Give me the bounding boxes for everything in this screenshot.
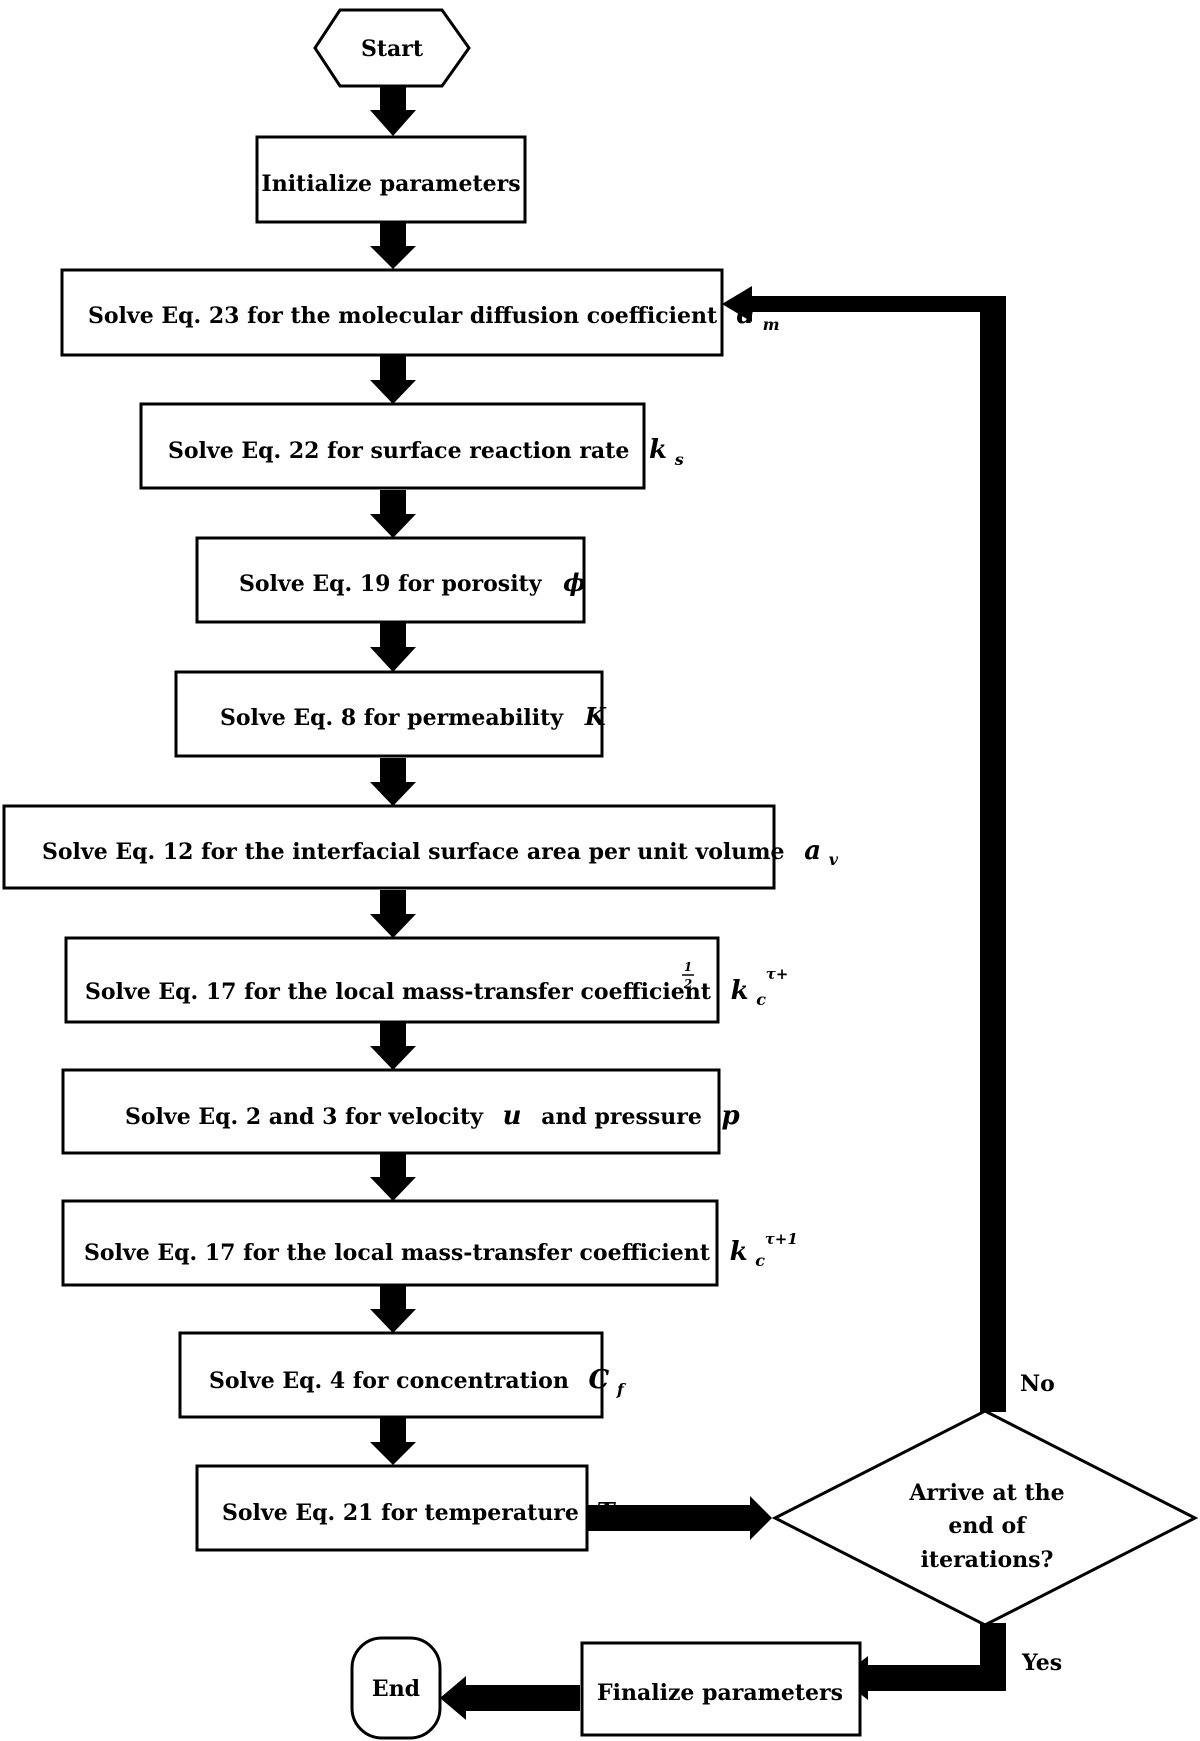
surface-reaction-label: Solve Eq. 22 for surface reaction rate k… — [168, 435, 684, 469]
concentration-box: Solve Eq. 4 for concentration C f — [178, 1331, 627, 1419]
velocity-pressure-text: Solve Eq. 2 and 3 for velocity — [125, 1104, 484, 1130]
diffusion-coefficient-subscript: m — [763, 315, 780, 334]
arrow-conc-to-temp — [370, 1418, 416, 1465]
porosity-text: Solve Eq. 19 for porosity — [239, 571, 543, 597]
surface-reaction-symbol: k — [649, 435, 667, 465]
concentration-symbol: C — [589, 1365, 610, 1395]
mass-transfer-half-subscript: c — [756, 990, 766, 1009]
end-label: End — [372, 1676, 420, 1702]
diffusion-coefficient-text: Solve Eq. 23 for the molecular diffusion… — [88, 303, 718, 329]
temperature-symbol: T — [597, 1497, 617, 1526]
concentration-text: Solve Eq. 4 for concentration — [209, 1368, 569, 1394]
initialize-box: Initialize parameters — [255, 135, 527, 224]
finalize-label: Finalize parameters — [597, 1680, 843, 1706]
no-label: No — [1020, 1371, 1055, 1397]
surface-reaction-text: Solve Eq. 22 for surface reaction rate — [168, 438, 629, 464]
decision-line-1: Arrive at the — [908, 1480, 1064, 1506]
porosity-label: Solve Eq. 19 for porosity ϕ — [239, 568, 586, 597]
arrow-kcfull-to-conc — [370, 1285, 416, 1333]
permeability-box: Solve Eq. 8 for permeability K — [174, 670, 607, 758]
decision-line-3: iterations? — [921, 1547, 1054, 1573]
permeability-label: Solve Eq. 8 for permeability K — [220, 702, 607, 731]
surface-area-box: Solve Eq. 12 for the interfacial surface… — [2, 804, 839, 890]
diffusion-coefficient-box: Solve Eq. 23 for the molecular diffusion… — [60, 268, 780, 357]
finalize-box: Finalize parameters — [580, 1641, 862, 1737]
surface-reaction-box: Solve Eq. 22 for surface reaction rate k… — [139, 402, 684, 490]
mass-transfer-full-box: Solve Eq. 17 for the local mass-transfer… — [61, 1199, 798, 1287]
arrow-start-to-init — [370, 86, 416, 136]
initialize-label: Initialize parameters — [261, 171, 520, 197]
mass-transfer-full-text: Solve Eq. 17 for the local mass-transfer… — [84, 1240, 711, 1266]
diffusion-coefficient-symbol: d — [737, 300, 755, 330]
start-terminal: Start — [313, 8, 471, 88]
mass-transfer-half-text: Solve Eq. 17 for the local mass-transfer… — [85, 979, 712, 1005]
temperature-label: Solve Eq. 21 for temperature T — [222, 1497, 617, 1526]
porosity-symbol: ϕ — [563, 568, 586, 597]
arrow-dm-to-ks — [370, 356, 416, 404]
porosity-box: Solve Eq. 19 for porosity ϕ — [195, 536, 586, 624]
pressure-symbol: p — [722, 1101, 740, 1131]
temperature-box: Solve Eq. 21 for temperature T — [195, 1464, 617, 1552]
arrow-no-loop — [722, 286, 1006, 1412]
diffusion-coefficient-label: Solve Eq. 23 for the molecular diffusion… — [88, 300, 780, 334]
surface-area-subscript: v — [829, 850, 839, 869]
surface-area-symbol: a — [804, 836, 821, 866]
end-terminal: End — [350, 1636, 442, 1740]
permeability-symbol: K — [584, 702, 607, 731]
arrow-finalize-to-end — [440, 1676, 580, 1720]
permeability-text: Solve Eq. 8 for permeability — [220, 705, 564, 731]
yes-label: Yes — [1021, 1650, 1062, 1676]
arrow-temp-to-decision — [587, 1496, 772, 1540]
arrow-perm-to-av — [370, 758, 416, 806]
velocity-pressure-label: Solve Eq. 2 and 3 for velocity u and pre… — [125, 1101, 740, 1131]
arrow-init-to-dm — [370, 222, 416, 269]
velocity-symbol: u — [503, 1101, 522, 1131]
velocity-pressure-mid-text: and pressure — [541, 1104, 702, 1130]
iterations-decision: Arrive at the end of iterations? — [771, 1409, 1199, 1627]
mass-transfer-full-symbol: k — [730, 1237, 748, 1267]
start-label: Start — [361, 36, 424, 62]
velocity-pressure-box: Solve Eq. 2 and 3 for velocity u and pre… — [61, 1068, 740, 1155]
mass-transfer-half-box: Solve Eq. 17 for the local mass-transfer… — [64, 936, 788, 1024]
arrow-yes — [840, 1623, 1006, 1700]
arrow-kchalf-to-vel — [370, 1022, 416, 1070]
mass-transfer-half-fraction-denominator: 2 — [683, 977, 692, 991]
surface-area-text: Solve Eq. 12 for the interfacial surface… — [42, 839, 785, 865]
concentration-label: Solve Eq. 4 for concentration C f — [209, 1365, 627, 1399]
mass-transfer-half-label: Solve Eq. 17 for the local mass-transfer… — [85, 965, 788, 1011]
mass-transfer-full-superscript: τ+1 — [765, 1230, 798, 1248]
surface-area-label: Solve Eq. 12 for the interfacial surface… — [42, 836, 839, 869]
arrow-ks-to-phi — [370, 490, 416, 538]
concentration-subscript: f — [616, 1380, 627, 1399]
mass-transfer-full-label: Solve Eq. 17 for the local mass-transfer… — [84, 1230, 798, 1272]
mass-transfer-half-fraction-numerator: 1 — [684, 960, 692, 974]
mass-transfer-half-symbol: k — [731, 976, 749, 1006]
arrow-vel-to-kcfull — [370, 1153, 416, 1201]
decision-line-2: end of — [948, 1513, 1027, 1539]
surface-reaction-subscript: s — [674, 450, 684, 469]
arrow-phi-to-perm — [370, 623, 416, 672]
mass-transfer-half-superscript: τ+ — [766, 965, 789, 983]
mass-transfer-full-subscript: c — [755, 1251, 765, 1270]
temperature-text: Solve Eq. 21 for temperature — [222, 1500, 579, 1526]
arrow-av-to-kchalf — [370, 890, 416, 938]
